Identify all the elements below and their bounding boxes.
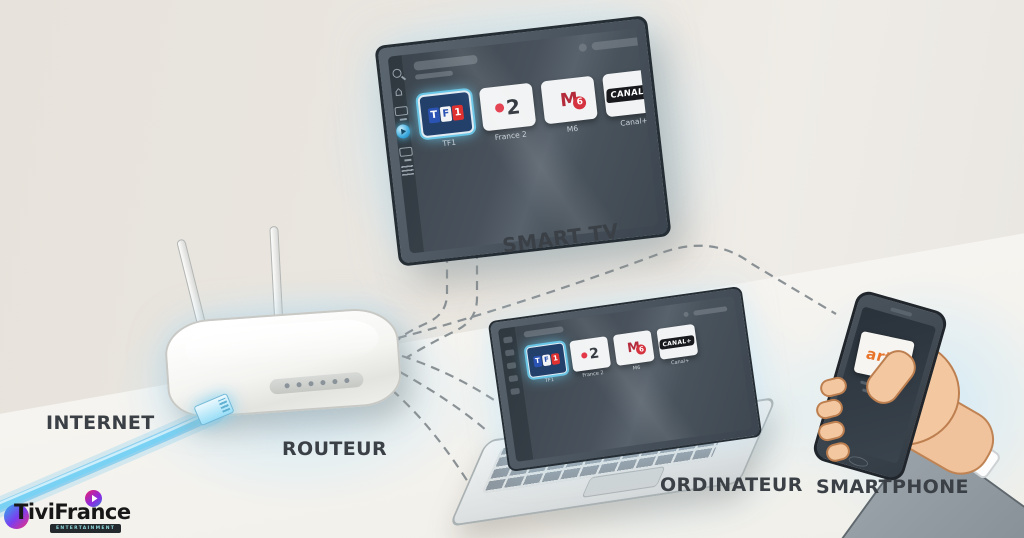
tv-icon xyxy=(393,105,408,117)
channel-label: France 2 xyxy=(582,369,605,379)
subheading-placeholder xyxy=(414,70,454,80)
tf1-letter: F xyxy=(439,105,453,123)
connection-router-tv-2 xyxy=(405,250,479,359)
france2-number: 2 xyxy=(588,344,601,363)
tivifrance-logo: TiviFrance ENTERTAINMENT xyxy=(4,490,164,538)
router-led xyxy=(283,383,290,389)
label-internet: INTERNET xyxy=(46,412,155,434)
france2-logo: 2 xyxy=(569,336,612,373)
tf1-letter: T xyxy=(532,355,543,368)
play-button-icon xyxy=(85,490,102,507)
internet-cable-mid xyxy=(0,411,217,511)
laptop-content: T F 1 TF1 2 France 2 xyxy=(516,296,753,459)
tv-channel-row: T F 1 TF1 2 France 2 xyxy=(417,68,659,151)
logo-gradient-circle xyxy=(4,504,29,529)
channel-label: TF1 xyxy=(544,376,555,385)
canal-wordmark: CANAL+ xyxy=(659,334,696,350)
connection-router-laptop-2 xyxy=(399,371,487,431)
avatar-placeholder xyxy=(683,311,689,318)
channel-label: Canal+ xyxy=(670,357,690,367)
canal-wordmark: CANAL+ xyxy=(606,83,656,103)
smart-tv: ⌂ T F xyxy=(374,15,672,267)
channel-tile-tf1: T F 1 TF1 xyxy=(417,89,476,151)
m6-number: 6 xyxy=(635,343,648,356)
tv-content: T F 1 TF1 2 France 2 xyxy=(402,28,659,251)
tv-screen: ⌂ T F xyxy=(387,28,659,254)
router-led xyxy=(331,378,338,385)
sidebar-icon-placeholder xyxy=(508,374,519,383)
tf1-letter: T xyxy=(427,107,441,124)
connection-router-smartphone xyxy=(397,244,837,340)
france2-logo: 2 xyxy=(478,82,537,132)
brand-tagline: ENTERTAINMENT xyxy=(50,524,122,533)
tf1-letter: 1 xyxy=(550,352,561,365)
screen-icon xyxy=(398,146,413,158)
france2-dot xyxy=(580,351,588,359)
canal-logo: CANAL+ xyxy=(656,323,699,360)
phone-home-button xyxy=(847,454,870,469)
router-led xyxy=(307,381,314,387)
router-led xyxy=(295,382,302,388)
channel-tile-canal: CANAL+ Canal+ xyxy=(601,68,659,130)
sidebar-icon-placeholder xyxy=(503,336,513,344)
tf1-letter: 1 xyxy=(451,104,465,121)
connection-router-tv-1 xyxy=(397,254,449,341)
searchbar-placeholder xyxy=(591,35,654,51)
search-icon xyxy=(391,68,402,79)
sidebar-icon-placeholder xyxy=(510,387,521,396)
tf1-letter: F xyxy=(541,354,552,367)
router-led-panel xyxy=(269,371,364,395)
france2-number: 2 xyxy=(504,93,522,120)
heading-placeholder xyxy=(523,326,564,338)
home-icon: ⌂ xyxy=(393,84,404,101)
sidebar-icon-placeholder xyxy=(506,362,517,370)
searchbar-placeholder xyxy=(693,306,728,316)
channel-label: France 2 xyxy=(494,129,528,143)
internet-cable-highlight xyxy=(0,410,212,505)
label-smartphone: SMARTPHONE xyxy=(816,476,969,498)
tf1-logo: T F 1 xyxy=(525,342,568,379)
channel-label: TF1 xyxy=(441,137,457,149)
laptop-header-right xyxy=(683,306,728,318)
channel-tile-tf1: T F 1 TF1 xyxy=(525,342,569,386)
label-computer: ORDINATEUR xyxy=(660,474,803,496)
label-router: ROUTEUR xyxy=(282,438,388,460)
channel-tile-canal: CANAL+ Canal+ xyxy=(656,323,699,368)
channel-tile-france2: 2 France 2 xyxy=(569,336,612,380)
router-led xyxy=(343,377,350,384)
avatar-placeholder xyxy=(578,43,588,53)
channel-label: Canal+ xyxy=(619,115,649,128)
connection-router-laptop-1 xyxy=(401,354,495,401)
canal-logo: CANAL+ xyxy=(601,68,659,118)
tv-header-right xyxy=(578,35,654,53)
connection-router-laptop-3 xyxy=(391,389,479,499)
menu-icon xyxy=(401,164,415,176)
france2-dot xyxy=(494,102,505,113)
tf1-logo: T F 1 xyxy=(417,89,475,139)
laptop-screen: T F 1 TF1 2 France 2 xyxy=(497,296,753,462)
channel-label: M6 xyxy=(566,123,579,134)
router xyxy=(162,305,404,421)
brand-name: TiviFrance xyxy=(14,500,131,524)
router-led xyxy=(319,379,326,386)
sidebar-icon-placeholder xyxy=(504,349,515,357)
heading-placeholder xyxy=(413,54,478,71)
channel-tile-france2: 2 France 2 xyxy=(478,82,538,144)
channel-label: M6 xyxy=(632,364,641,372)
m6-number: 6 xyxy=(572,95,588,110)
apps-active-icon xyxy=(395,123,411,140)
